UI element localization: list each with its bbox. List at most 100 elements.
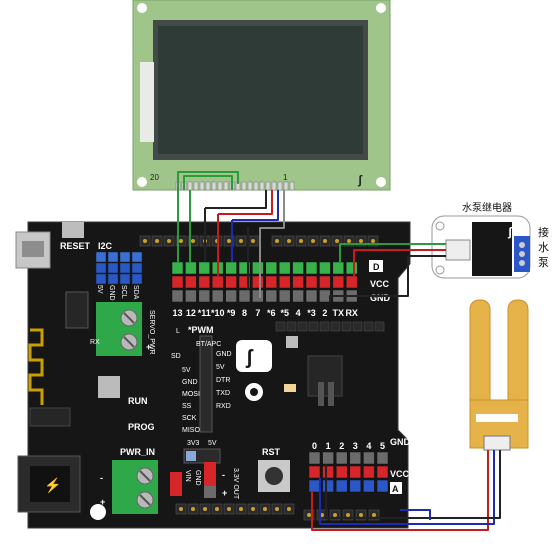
digital-vcc-pin — [319, 275, 331, 289]
i2c-pin — [95, 251, 107, 263]
mounting-hole — [90, 504, 106, 520]
analog-vcc-pin — [363, 465, 375, 479]
sd-pin-label: SCK — [182, 415, 197, 422]
digital-signal-pin — [238, 261, 251, 275]
wire-lcd-black-top — [205, 190, 267, 209]
servo-pwr-label: SERVO_PWR — [148, 310, 155, 355]
wire-relay-gnd — [329, 255, 446, 302]
analog-pin-label: 2 — [339, 441, 344, 451]
wire-lcd-gray — [259, 190, 285, 298]
bt-pin-label: 5V — [216, 364, 225, 371]
relay-title: 水泵继电器 — [462, 201, 512, 214]
digital-pin-label: *6 — [267, 308, 276, 318]
wire-sensor-signal — [319, 450, 495, 525]
dfrobot-logo-icon: ʃ — [357, 173, 363, 187]
v5-label: 5V — [208, 440, 217, 447]
pump-label-1: 接 — [538, 226, 549, 239]
bt-pin-label: DTR — [216, 377, 230, 384]
digital-vcc-pin — [198, 275, 211, 289]
row-gnd-label: GND — [370, 293, 391, 303]
row-d-badge-text: D — [373, 262, 380, 272]
lightning-icon: ⚡ — [44, 477, 61, 494]
digital-signal-pin — [225, 261, 237, 275]
sensor-probe-right — [507, 299, 529, 411]
i2c-pin — [95, 262, 107, 274]
digital-vcc-pin — [332, 275, 345, 289]
sd-pin-label: SS — [182, 403, 192, 410]
lcd-pin — [271, 181, 277, 191]
led-label: L — [176, 328, 180, 335]
digital-vcc-pin — [252, 275, 264, 289]
wire-sensor-gnd — [325, 450, 501, 519]
pwr-plus-label: + — [100, 497, 105, 507]
digital-gnd-pin — [171, 289, 184, 303]
digital-vcc-pin — [265, 275, 278, 289]
wire-lcd-green-a — [177, 171, 239, 190]
analog-signal-pin — [335, 479, 348, 493]
chip — [65, 291, 89, 329]
lcd-pin — [289, 181, 295, 191]
digital-pin-label: *11 — [198, 308, 211, 318]
wires — [177, 171, 501, 531]
pump-label-2: 水 — [538, 241, 549, 254]
digital-signal-pin — [278, 261, 291, 275]
i2c-pin — [107, 251, 119, 263]
analog-vcc-pin — [308, 465, 321, 479]
soil-moisture-sensor — [469, 299, 529, 451]
digital-vcc-pin — [171, 275, 184, 289]
run-switch — [98, 376, 120, 398]
analog-gnd-pin — [335, 451, 348, 465]
rst-label: RST — [262, 447, 281, 457]
analog-pin-label: 5 — [380, 441, 385, 451]
analog-gnd-pin — [376, 451, 389, 465]
bt-pin-label: GND — [216, 351, 232, 358]
analog-pin-label: 3 — [353, 441, 358, 451]
i2c-header — [95, 251, 143, 285]
analog-vcc-pin — [376, 465, 389, 479]
i2c-pin — [131, 273, 143, 285]
digital-gnd-pin — [292, 289, 304, 303]
crystal-component — [286, 336, 298, 348]
digital-vcc-pin — [225, 275, 237, 289]
analog-signal-pin — [349, 479, 362, 493]
lcd-pin-header — [175, 181, 295, 191]
lcd-pin-left-label: 20 — [150, 173, 159, 182]
analog-signal-pin — [308, 479, 321, 493]
smd-led — [284, 384, 296, 392]
digital-pin-label: 2 — [322, 308, 327, 318]
digital-pin-label: *9 — [227, 308, 236, 318]
i2c-pin — [107, 273, 119, 285]
bt-label: BT/APC — [196, 341, 221, 348]
vin-header — [170, 472, 182, 496]
rx-label: RX — [90, 339, 100, 346]
i2c-pin — [119, 251, 131, 263]
sd-label: SD — [171, 353, 181, 360]
dfrobot-board-logo-icon — [236, 340, 272, 372]
lcd-backlight-strip — [140, 62, 154, 142]
digital-vcc-pin — [211, 275, 224, 289]
wifi-module — [29, 407, 71, 427]
wire-relay-vcc — [353, 249, 446, 276]
reset-button — [62, 222, 84, 238]
digital-signal-pin — [319, 261, 331, 275]
i2c-pin-sda: SDA — [132, 285, 139, 300]
i2c-pin-gnd: GND — [108, 285, 115, 301]
bt-pin-label: RXD — [216, 403, 231, 410]
digital-pin-label: 7 — [255, 308, 260, 318]
digital-pin-label: 8 — [242, 308, 247, 318]
lcd-pin — [259, 181, 265, 191]
out-minus-label: - — [222, 470, 225, 480]
digital-gnd-pin — [252, 289, 264, 303]
icsp-header-row — [275, 321, 385, 332]
out-plus-label: + — [222, 488, 227, 498]
svg-text:ʃ: ʃ — [245, 347, 254, 369]
row-d-badge — [369, 260, 383, 272]
digital-female-header — [139, 235, 379, 247]
i2c-pin — [95, 273, 107, 285]
i2c-label: I2C — [98, 241, 113, 251]
digital-pin-label: TX — [333, 308, 345, 318]
analog-gnd-label: GND — [390, 437, 411, 447]
